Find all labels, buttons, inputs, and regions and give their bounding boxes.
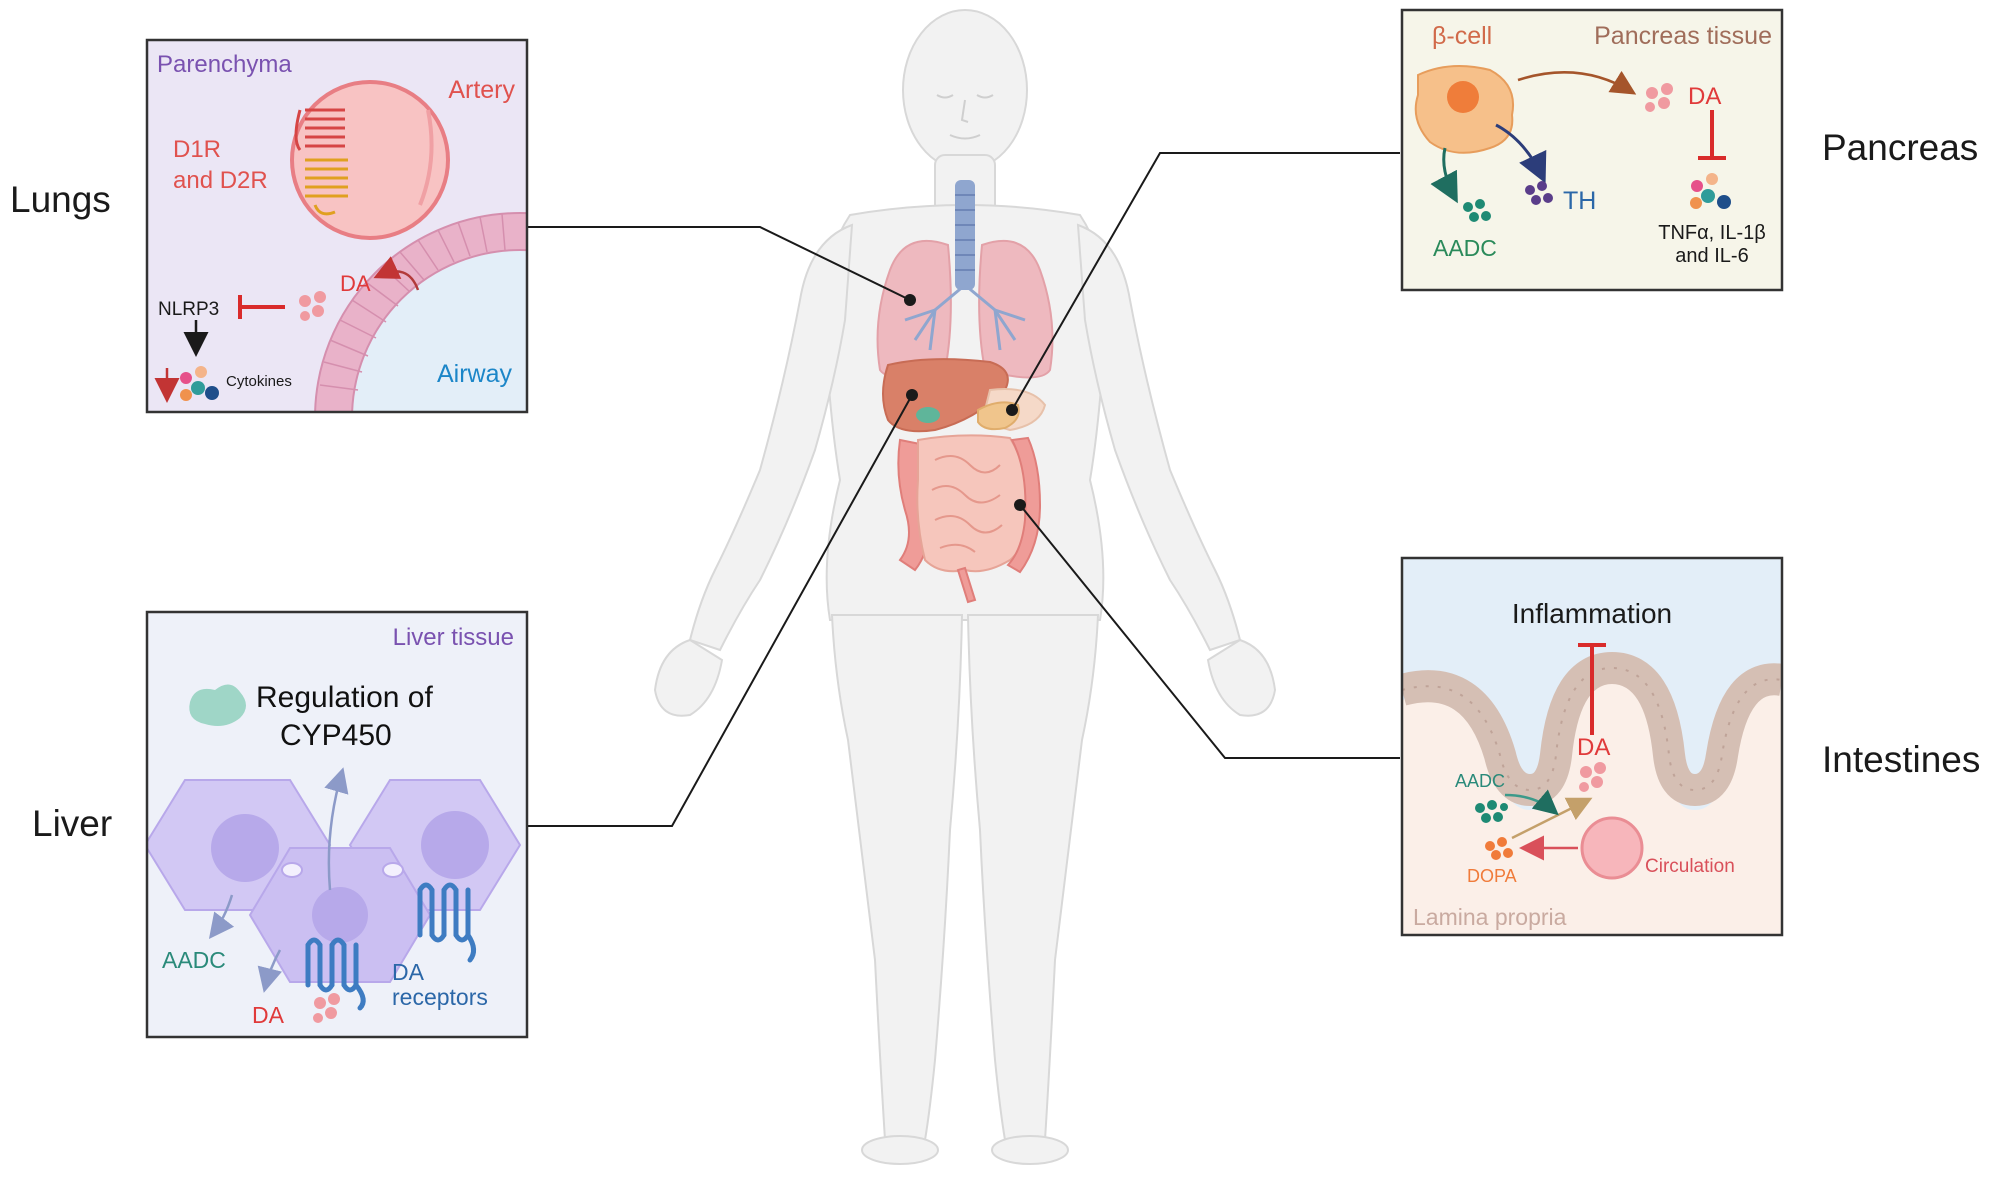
liver-aadc-label: AADC xyxy=(162,947,226,973)
liver-receptors-label-2: receptors xyxy=(392,984,488,1010)
circulation-vessel xyxy=(1580,816,1644,880)
beta-to-da-arrow xyxy=(1517,70,1637,95)
body-head xyxy=(902,9,1028,171)
lungs-airway-label: Airway xyxy=(437,360,513,388)
body-foot-right xyxy=(991,1135,1069,1165)
lungs-receptor-label-1: D1R xyxy=(173,136,221,163)
intestine-inhibition xyxy=(1578,643,1606,735)
lungs-da-label: DA xyxy=(340,271,371,296)
liver-aadc-arrow xyxy=(208,894,235,939)
intestine-aadc-label: AADC xyxy=(1455,771,1505,791)
body-hand-right xyxy=(1206,638,1277,717)
d2r-receptor xyxy=(305,158,348,216)
lungs-cytokine-dots xyxy=(180,366,219,401)
hepatocyte-2-nucleus xyxy=(421,811,489,879)
body-arm-left xyxy=(688,223,854,652)
liver-da-label: DA xyxy=(252,1002,285,1028)
hepatocyte-1-nucleus xyxy=(211,814,279,882)
beta-cell-nucleus xyxy=(1447,81,1479,113)
hepatocyte-3-nucleus xyxy=(312,887,368,943)
cyp450-enzyme xyxy=(189,684,246,726)
liver-regulation-label-2: CYP450 xyxy=(280,719,392,752)
connector-dot-pancreas xyxy=(1006,404,1018,416)
label-lungs: Lungs xyxy=(10,179,111,220)
lungs-da-release-arrow xyxy=(373,256,420,291)
body-leg-left xyxy=(830,614,964,1141)
lungs-nlrp3-label: NLRP3 xyxy=(158,299,219,320)
artery-vessel xyxy=(290,80,450,240)
liver-da-receptor-2 xyxy=(305,937,366,1011)
beta-to-aadc-arrow xyxy=(1430,147,1458,204)
lungs-artery-label: Artery xyxy=(448,76,515,104)
intestine-aadc-dots xyxy=(1475,800,1508,823)
pancreas-cytokines-label-2: and IL-6 xyxy=(1675,245,1748,267)
connector-dot-lungs xyxy=(904,294,916,306)
human-body xyxy=(653,9,1277,1165)
pancreas-th-dots xyxy=(1525,181,1553,205)
liver-da-molecules xyxy=(313,993,340,1023)
liver-panel: Liver tissue Regulation of CYP450 AADC D… xyxy=(145,610,529,1039)
pancreas-inhibition xyxy=(1698,110,1726,160)
connector-dot-liver xyxy=(906,389,918,401)
connector-liver xyxy=(528,394,913,827)
connector-dot-intestines xyxy=(1014,499,1026,511)
lungs-panel: Parenchyma Artery D1R and D2R DA NLRP3 C… xyxy=(145,38,529,414)
intestines-organ xyxy=(897,434,1042,604)
d1r-receptor xyxy=(294,108,345,151)
pancreas-da-molecules xyxy=(1645,83,1673,112)
pancreas-tissue-label: Pancreas tissue xyxy=(1594,22,1772,50)
pancreas-panel: β-cell Pancreas tissue DA TH AADC TNFα, … xyxy=(1400,8,1784,292)
body-leg-right xyxy=(966,614,1100,1141)
body-arm-right xyxy=(1076,223,1242,652)
pancreas-beta-cell-label: β-cell xyxy=(1432,22,1492,50)
lungs-cytokines-label: Cytokines xyxy=(226,373,292,390)
connector-pancreas xyxy=(1011,152,1400,411)
body-foot-left xyxy=(861,1135,939,1165)
lungs-organ xyxy=(876,240,1054,379)
lungs-receptor-label-2: and D2R xyxy=(173,167,268,194)
intestine-dopa-dots xyxy=(1485,837,1513,860)
connector-lines xyxy=(528,152,1400,827)
label-intestines: Intestines xyxy=(1822,739,1980,780)
liver-regulation-label-1: Regulation of xyxy=(256,681,433,714)
label-pancreas: Pancreas xyxy=(1822,127,1978,168)
intestine-circulation-label: Circulation xyxy=(1645,856,1735,877)
intestine-panel: Inflammation DA AADC DOPA Circulation La… xyxy=(1400,556,1784,937)
liver-regulation-arrow xyxy=(324,767,349,891)
dopa-to-da-arrow xyxy=(1511,797,1593,840)
label-liver: Liver xyxy=(32,803,112,844)
beta-to-th-arrow xyxy=(1495,123,1547,184)
liver-da-receptor-1 xyxy=(417,882,476,963)
intestine-lamina-label: Lamina propria xyxy=(1413,904,1567,930)
pancreas-aadc-label: AADC xyxy=(1433,235,1497,261)
gallbladder xyxy=(916,407,940,423)
pancreas-aadc-dots xyxy=(1463,199,1491,222)
lungs-inhibition xyxy=(238,295,285,319)
aadc-to-da-arrow xyxy=(1504,789,1559,816)
intestine-inflammation-label: Inflammation xyxy=(1512,598,1672,629)
connector-lungs xyxy=(528,226,911,301)
liver-receptors-label-1: DA xyxy=(392,959,425,985)
connector-intestines xyxy=(1019,504,1400,759)
pancreas-th-label: TH xyxy=(1563,187,1596,215)
trachea xyxy=(955,180,975,290)
lungs-da-molecules xyxy=(299,291,326,321)
pancreas-cytokines-label-1: TNFα, IL-1β xyxy=(1658,222,1766,244)
intestine-da-molecules xyxy=(1579,762,1606,792)
intestine-dopa-label: DOPA xyxy=(1467,866,1517,886)
lungs-parenchyma-label: Parenchyma xyxy=(157,51,292,78)
intestine-da-label: DA xyxy=(1577,734,1610,761)
pancreas-cytokine-dots xyxy=(1690,173,1731,209)
body-hand-left xyxy=(653,638,724,717)
pancreas-da-label: DA xyxy=(1688,83,1721,110)
airway-lumen xyxy=(351,249,527,412)
liver-tissue-label: Liver tissue xyxy=(393,624,514,651)
liver-da-arrow xyxy=(257,949,282,993)
